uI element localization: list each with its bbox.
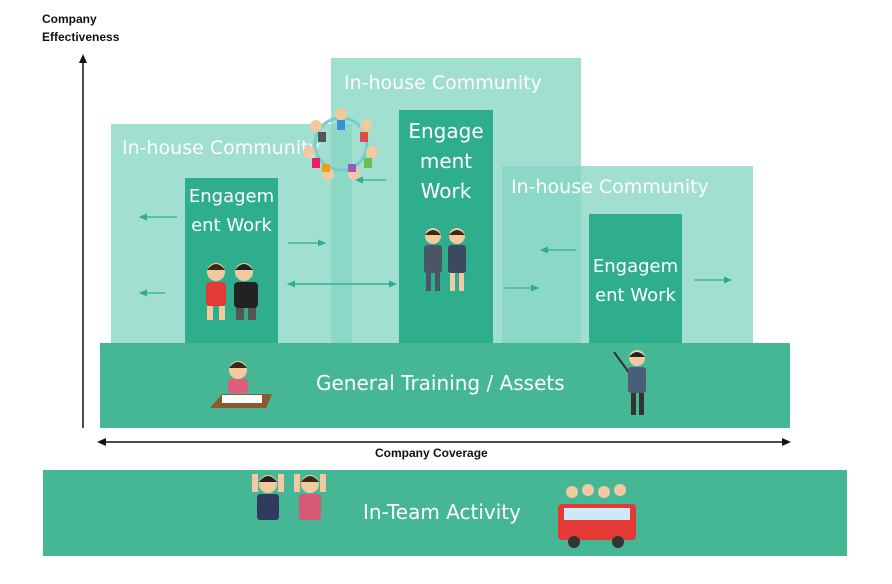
general-training-label: General Training / Assets: [316, 371, 565, 395]
in-team-activity-bar: [43, 470, 847, 556]
engagement-box-right: Engagem ent Work: [589, 214, 682, 344]
x-axis-label: Company Coverage: [375, 446, 488, 460]
two-people-arguing-icon: [206, 263, 258, 320]
bus-trip-icon: [558, 484, 636, 548]
team-cheering-icon: [252, 474, 326, 520]
in-team-activity-label: In-Team Activity: [363, 500, 521, 524]
community-title-right: In-house Community: [511, 176, 709, 198]
two-business-people-icon: [424, 228, 466, 291]
engagement-box-center: Engage ment Work: [399, 110, 493, 344]
teacher-pointing-icon: [613, 350, 646, 415]
community-title-center: In-house Community: [344, 72, 542, 94]
y-axis-label: Company Effectiveness: [42, 12, 120, 44]
engagement-box-left: Engagem ent Work: [185, 178, 278, 344]
student-studying-icon: [210, 361, 272, 408]
general-training-bar: [100, 343, 790, 428]
y-axis: [79, 54, 87, 428]
x-axis: [97, 438, 791, 446]
people-circle-icon: [303, 108, 378, 180]
community-title-left: In-house Community: [122, 137, 320, 159]
